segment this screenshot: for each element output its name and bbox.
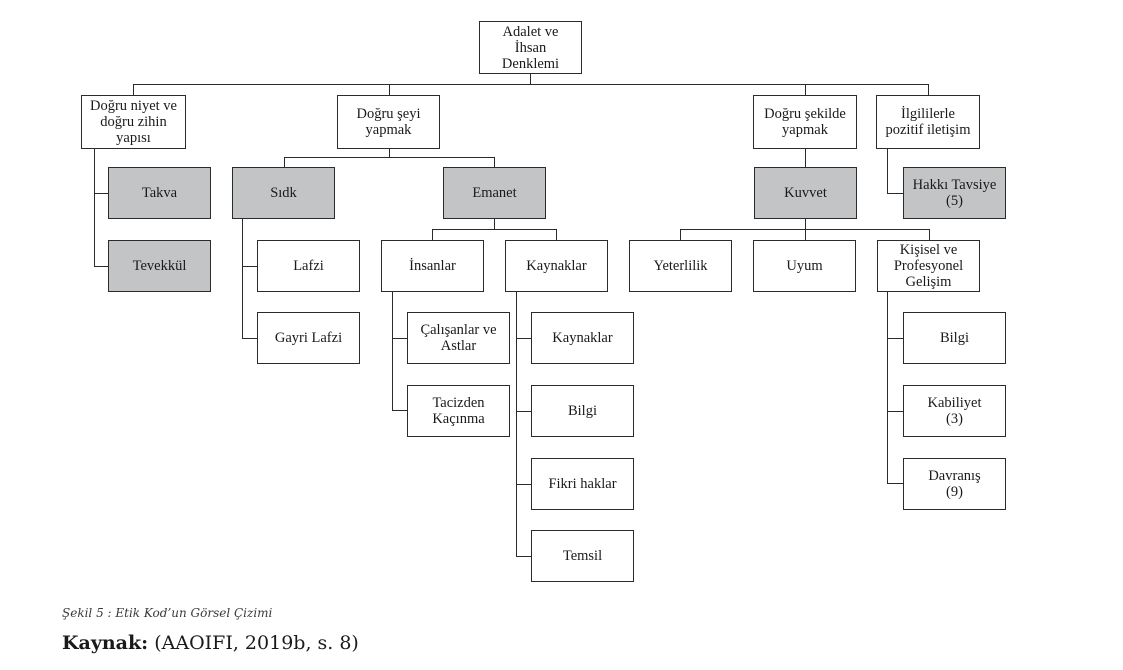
node-label: Kabiliyet (3) [927, 395, 982, 427]
node-temsil: Temsil [531, 530, 634, 582]
node-bilgi-gelisim: Bilgi [903, 312, 1006, 364]
node-label: Takva [141, 185, 178, 201]
node-label: Bilgi [567, 403, 597, 419]
node-label: Doğru şeyi yapmak [356, 106, 421, 138]
node-label: Adalet ve İhsan Denklemi [501, 23, 560, 72]
node-label: Lafzi [293, 258, 324, 274]
node-label: Kaynaklar [552, 330, 613, 346]
connector [887, 483, 904, 484]
connector [887, 148, 888, 194]
connector [389, 84, 390, 95]
node-davranis: Davranış (9) [903, 458, 1006, 510]
node-label: Sıdk [270, 185, 297, 201]
node-kuvvet: Kuvvet [754, 167, 857, 219]
connector [392, 410, 407, 411]
node-kaynaklar: Kaynaklar [505, 240, 608, 292]
node-label: Gayri Lafzi [274, 330, 343, 346]
node-label: Uyum [786, 258, 823, 274]
node-tacizden-kacinma: Tacizden Kaçınma [407, 385, 510, 437]
connector [392, 338, 407, 339]
node-takva: Takva [108, 167, 211, 219]
node-label: Tacizden Kaçınma [432, 395, 485, 427]
connector [887, 193, 903, 194]
node-label: Yeterlilik [653, 258, 708, 274]
connector [392, 292, 393, 411]
node-label: Kişisel ve Profesyonel Gelişim [893, 242, 964, 290]
connector [133, 84, 134, 95]
node-label: İnsanlar [409, 258, 456, 274]
connector [94, 148, 95, 267]
node-label: Doğru şekilde yapmak [764, 106, 846, 138]
connector [887, 338, 904, 339]
connector [242, 266, 257, 267]
node-label: Bilgi [939, 330, 969, 346]
connector [284, 157, 495, 158]
node-gayri-lafzi: Gayri Lafzi [257, 312, 360, 364]
connector [94, 193, 108, 194]
connector [242, 219, 243, 339]
node-label: Emanet [472, 185, 517, 201]
node-hakki-tavsiye: Hakkı Tavsiye (5) [903, 167, 1006, 219]
node-label: Çalışanlar ve Astlar [420, 322, 497, 354]
node-adalet-ihsan-denklemi: Adalet ve İhsan Denklemi [479, 21, 582, 74]
connector [928, 84, 929, 95]
node-uyum: Uyum [753, 240, 856, 292]
node-kabiliyet: Kabiliyet (3) [903, 385, 1006, 437]
node-label: İlgililerle pozitif iletişim [885, 106, 971, 138]
connector [133, 84, 929, 85]
connector [516, 292, 517, 557]
node-ilgililerle-iletisim: İlgililerle pozitif iletişim [876, 95, 980, 149]
connector [284, 157, 285, 168]
connector [516, 338, 531, 339]
node-label: Doğru niyet ve doğru zihin yapısı [90, 98, 177, 146]
connector [432, 229, 557, 230]
node-kisisel-profesyonel-gelisim: Kişisel ve Profesyonel Gelişim [877, 240, 980, 292]
node-label: Temsil [562, 548, 603, 564]
node-dogru-niyet: Doğru niyet ve doğru zihin yapısı [81, 95, 186, 149]
node-lafzi: Lafzi [257, 240, 360, 292]
connector [887, 411, 904, 412]
node-calisanlar-astlar: Çalışanlar ve Astlar [407, 312, 510, 364]
source-label: Kaynak: [62, 632, 149, 654]
node-label: Hakkı Tavsiye (5) [912, 177, 997, 209]
node-emanet: Emanet [443, 167, 546, 219]
figure-caption: Şekil 5 : Etik Kod’un Görsel Çizimi [62, 606, 273, 620]
node-fikri-haklar: Fikri haklar [531, 458, 634, 510]
etik-kod-diagram: Adalet ve İhsan Denklemi Doğru niyet ve … [81, 21, 1006, 582]
connector [680, 229, 681, 241]
figure-source: Kaynak: (AAOIFI, 2019b, s. 8) [62, 632, 359, 654]
node-kaynaklar-sub: Kaynaklar [531, 312, 634, 364]
connector [556, 229, 557, 241]
node-dogru-seyi-yapmak: Doğru şeyi yapmak [337, 95, 440, 149]
node-insanlar: İnsanlar [381, 240, 484, 292]
connector [94, 266, 108, 267]
node-label: Kaynaklar [526, 258, 587, 274]
connector [805, 148, 806, 168]
node-label: Kuvvet [784, 185, 827, 201]
connector [516, 556, 531, 557]
node-yeterlilik: Yeterlilik [629, 240, 732, 292]
node-label: Davranış (9) [928, 468, 981, 500]
connector [805, 84, 806, 95]
connector [680, 229, 930, 230]
node-bilgi-kaynak: Bilgi [531, 385, 634, 437]
connector [242, 338, 257, 339]
connector [494, 157, 495, 168]
node-label: Fikri haklar [548, 476, 617, 492]
connector [516, 484, 531, 485]
source-text: (AAOIFI, 2019b, s. 8) [154, 632, 359, 654]
connector [887, 292, 888, 484]
connector [516, 411, 531, 412]
connector [530, 73, 531, 85]
connector [929, 229, 930, 241]
node-tevekkul: Tevekkül [108, 240, 211, 292]
connector [432, 229, 433, 241]
connector [805, 219, 806, 241]
connector [494, 219, 495, 230]
connector [389, 148, 390, 158]
node-sidk: Sıdk [232, 167, 335, 219]
node-dogru-sekilde-yapmak: Doğru şekilde yapmak [753, 95, 857, 149]
node-label: Tevekkül [132, 258, 187, 274]
